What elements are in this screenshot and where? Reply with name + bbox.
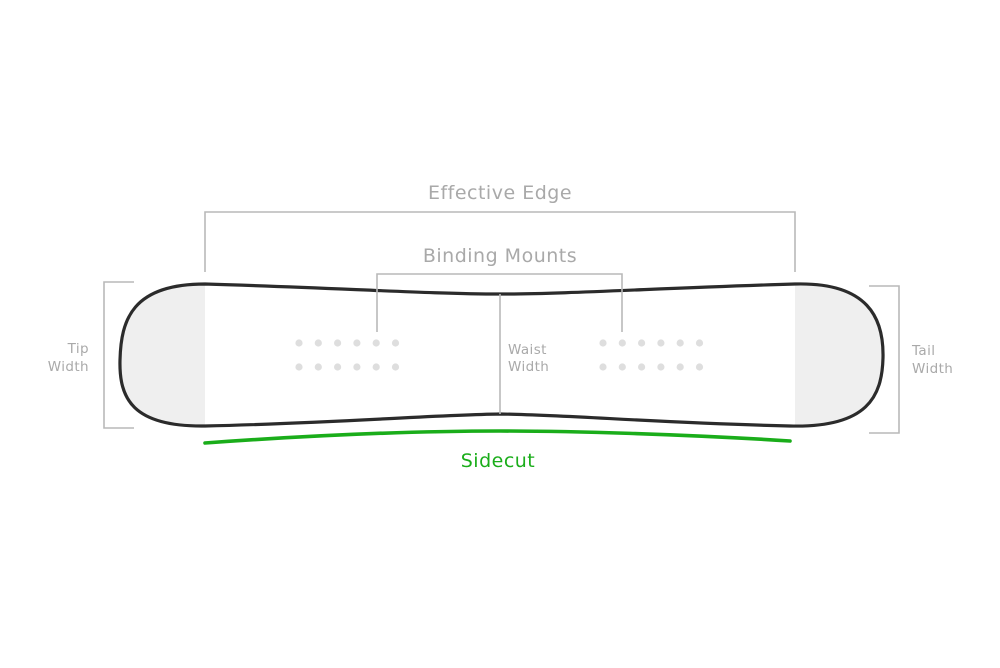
binding-insert-dot-left (391, 363, 400, 371)
binding-insert-dot-right (599, 363, 607, 371)
binding-insert-dot-left (353, 339, 361, 347)
tail-shaded-zone (795, 283, 884, 427)
binding-insert-dot-right (676, 363, 684, 371)
binding-insert-dot-left (372, 339, 380, 347)
binding-insert-dot-left (334, 363, 342, 371)
binding-mounts-label: Binding Mounts (423, 245, 577, 267)
binding-mounts-bracket (376, 273, 623, 332)
binding-insert-dot-right (657, 363, 665, 371)
binding-insert-dot-right (618, 339, 626, 347)
binding-insert-dot-left (334, 339, 342, 347)
binding-insert-dot-right (676, 339, 684, 347)
binding-insert-dot-right (638, 339, 646, 347)
binding-insert-dot-right (695, 363, 704, 371)
binding-inserts (295, 339, 704, 371)
binding-insert-dot-left (372, 363, 380, 371)
binding-insert-dot-left (314, 339, 322, 347)
tail-width-label-line1: Tail (911, 343, 935, 359)
sidecut-line (203, 429, 792, 445)
effective-edge-bracket (204, 211, 796, 272)
binding-insert-dot-right (618, 363, 626, 371)
tip-width-bracket (103, 281, 134, 429)
effective-edge-label: Effective Edge (428, 182, 572, 204)
tip-width-label-line1: Tip (67, 341, 89, 357)
tip-width-label-line2: Width (48, 359, 89, 375)
waist-width-label-line2: Width (508, 359, 549, 375)
binding-insert-dot-left (295, 363, 303, 371)
binding-insert-dot-left (314, 363, 322, 371)
binding-insert-dot-left (391, 339, 400, 347)
binding-insert-dot-right (638, 363, 646, 371)
binding-insert-dot-left (295, 339, 303, 347)
sidecut-label: Sidecut (461, 450, 536, 472)
tail-width-label-line2: Width (912, 361, 953, 377)
binding-insert-dot-right (695, 339, 704, 347)
tail-width-bracket (869, 285, 900, 434)
binding-insert-dot-right (599, 339, 607, 347)
snowboard-outline (118, 282, 885, 428)
binding-insert-dot-right (657, 339, 665, 347)
waist-width-label-line1: Waist (508, 342, 547, 358)
binding-insert-dot-left (353, 363, 361, 371)
